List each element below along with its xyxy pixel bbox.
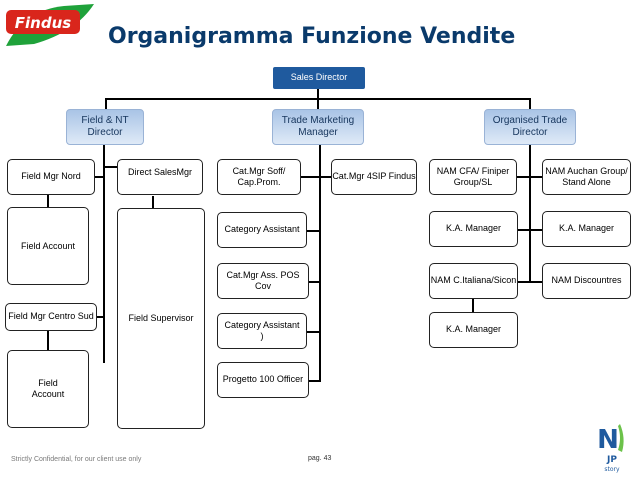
category-assistant-box[interactable]: Category Assistant [217,212,307,248]
field-mgr-centro-sud-box[interactable]: Field Mgr Centro Sud [5,303,97,331]
findus-logo: Findus [4,2,96,48]
confidential-note: Strictly Confidential, for our client us… [11,456,142,463]
field-supervisor-box[interactable]: Field Supervisor [117,208,205,429]
ka-manager-box[interactable]: K.A. Manager [429,211,518,247]
cat-mgr-soff-box[interactable]: Cat.Mgr Soff/Cap.Prom. [217,159,301,195]
direct-sales-mgr-box[interactable]: Direct SalesMgr [117,159,203,195]
svg-text:JP: JP [606,455,617,465]
nam-auchan-box[interactable]: NAM Auchan Group/Stand Alone [542,159,631,195]
field-account-box[interactable]: Field Account [7,207,89,285]
cat-mgr-pos-cov-box[interactable]: Cat.Mgr Ass. POS Cov [217,263,309,299]
progetto-100-officer-box[interactable]: Progetto 100 Officer [217,362,309,398]
njp-logo: N JP story [592,418,634,476]
sales-director-box[interactable]: Sales Director [273,67,365,89]
ka-manager-3-box[interactable]: K.A. Manager [542,211,631,247]
svg-text:story: story [604,466,620,473]
ka-manager-2-box[interactable]: K.A. Manager [429,312,518,348]
field-mgr-nord-box[interactable]: Field Mgr Nord [7,159,95,195]
svg-text:N: N [597,425,619,455]
page-title: Organigramma Funzione Vendite [108,24,516,49]
nam-italiana-sicon-box[interactable]: NAM C.Italiana/Sicon [429,263,518,299]
nam-discountres-box[interactable]: NAM Discountres [542,263,631,299]
page-number: pag. 43 [308,455,332,462]
svg-text:Findus: Findus [15,14,71,32]
category-assistant-2-box[interactable]: Category Assistant) [217,313,307,349]
cat-mgr-4sip-box[interactable]: Cat.Mgr 4SIP Findus [331,159,417,195]
